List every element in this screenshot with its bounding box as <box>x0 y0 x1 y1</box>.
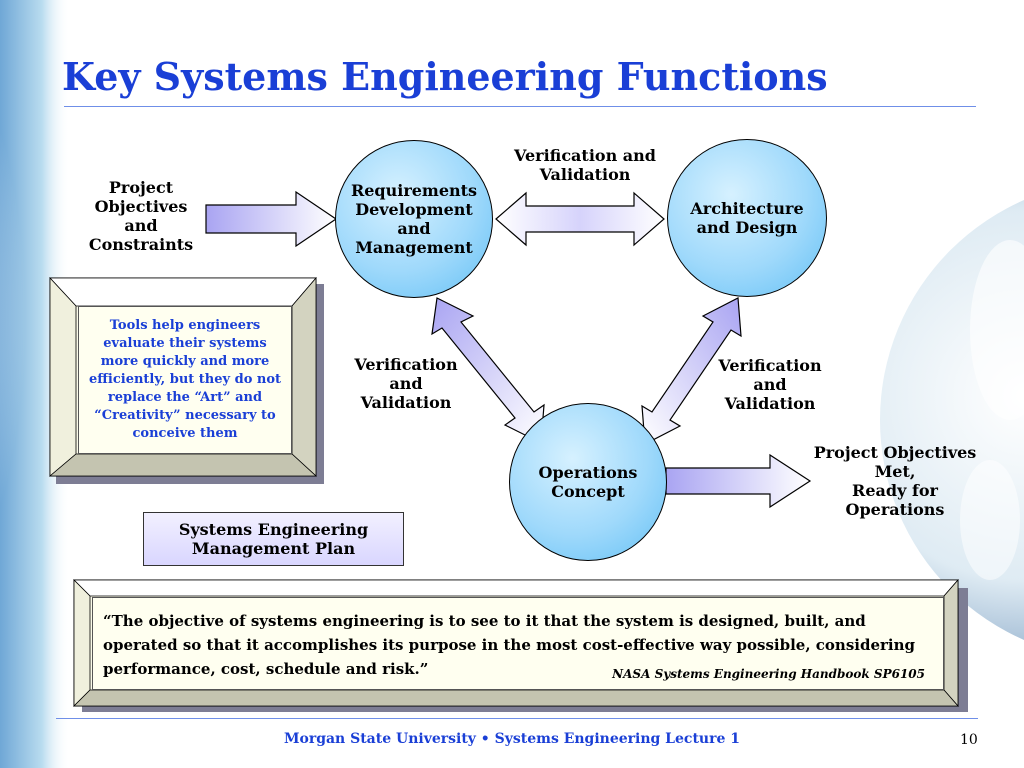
footer-text: Morgan State University • Systems Engine… <box>283 731 741 747</box>
title-divider <box>64 106 976 107</box>
right-edge-label: Verification and Validation <box>718 356 822 413</box>
quote-text: “The objective of systems engineering is… <box>103 612 915 678</box>
output-label: Project Objectives Met, Ready for Operat… <box>813 443 977 519</box>
requirements-node: Requirements Development and Management <box>335 140 493 298</box>
input-label: Project Objectives and Constraints <box>88 178 194 254</box>
slide-title: Key Systems Engineering Functions <box>62 54 828 99</box>
footer-divider <box>56 718 978 719</box>
page-number: 10 <box>960 732 978 748</box>
quote-source: NASA Systems Engineering Handbook SP6105 <box>612 667 925 681</box>
top-edge-label: Verification and Validation <box>514 146 656 184</box>
left-edge-label: Verification and Validation <box>354 355 458 412</box>
architecture-node: Architecture and Design <box>667 139 827 297</box>
input-arrow <box>205 190 338 248</box>
top-double-arrow <box>495 191 665 247</box>
semp-box: Systems Engineering Management Plan <box>143 512 404 566</box>
semp-line-1: Systems Engineering <box>178 520 369 539</box>
output-arrow <box>665 453 812 509</box>
operations-node: Operations Concept <box>509 403 667 561</box>
tools-note-text: Tools help engineers evaluate their syst… <box>88 318 282 441</box>
semp-line-2: Management Plan <box>191 539 356 558</box>
quote-box: “The objective of systems engineering is… <box>92 597 944 690</box>
tools-note-box: Tools help engineers evaluate their syst… <box>78 306 292 454</box>
